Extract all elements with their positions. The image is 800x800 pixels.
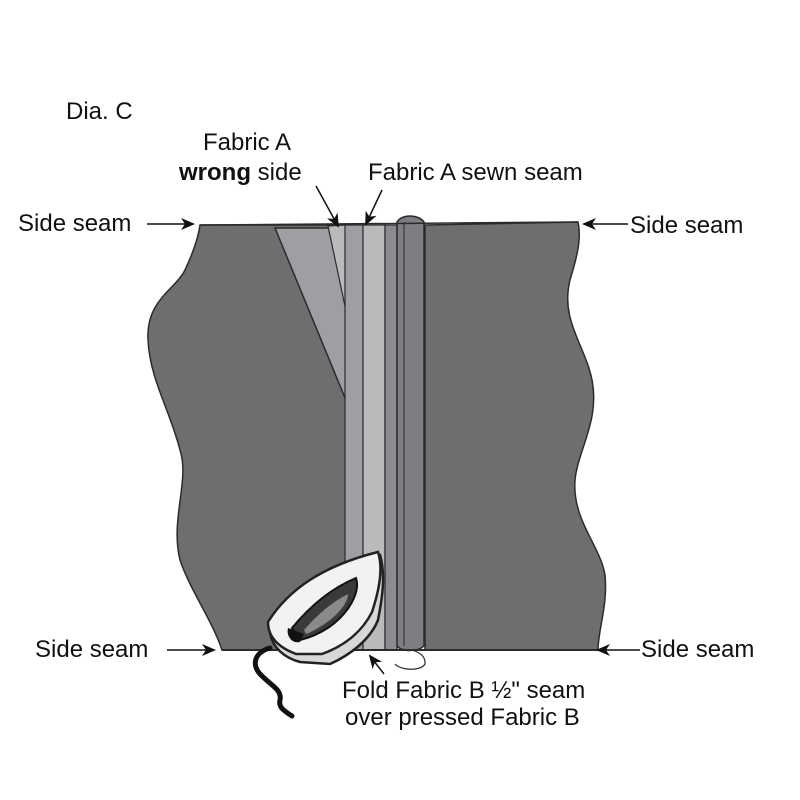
fabric-a-wrong-side-arrow [315, 185, 339, 228]
fabric-a-label-line2: wrong side [178, 159, 302, 186]
side-seam-top-right-label: Side seam [630, 212, 743, 239]
side-seam-bottom-left-label: Side seam [35, 636, 148, 663]
side-seam-top-left-label: Side seam [18, 210, 131, 237]
diagram-title: Dia. C [66, 98, 133, 125]
fold-fabric-b-label-line2: over pressed Fabric B [345, 704, 580, 731]
fabric-a-sewn-seam-arrow [365, 189, 383, 226]
fabric-a-label-line1: Fabric A [203, 129, 291, 156]
side-seam-bottom-right-label: Side seam [641, 636, 754, 663]
fold-fabric-b-arrow [368, 654, 385, 675]
fabric-b-seam-strip [384, 224, 398, 651]
fabric-b-folded-seam [396, 215, 425, 652]
fabric-a-sewn-seam-label: Fabric A sewn seam [368, 159, 583, 186]
top-seam-edge [199, 221, 579, 226]
fold-curl [394, 648, 426, 670]
clothes-iron-icon [252, 550, 385, 719]
fabric-a-label-side: side [251, 159, 302, 186]
fabric-a-label-wrong: wrong [178, 159, 251, 186]
fabric-panel-right [424, 221, 607, 651]
fold-fabric-b-label-line1: Fold Fabric B ½" seam [342, 677, 585, 704]
